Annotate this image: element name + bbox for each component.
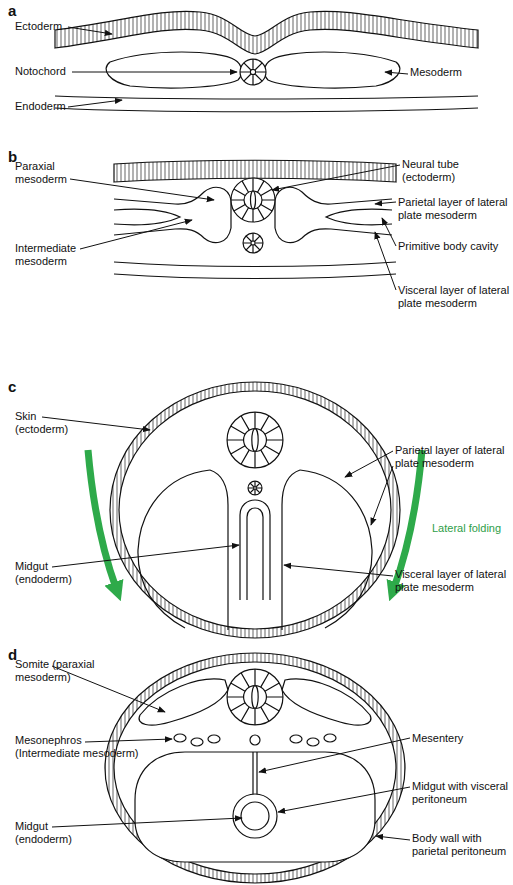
structure-label: Visceral layer of lateral plate mesoderm	[395, 568, 511, 594]
body-cavity-outline	[326, 209, 392, 224]
midgut-endoderm	[240, 500, 270, 600]
structure-label: Neural tube (ectoderm)	[402, 158, 466, 184]
structure-label: Notochord	[15, 65, 95, 78]
structure-label: Skin (ectoderm)	[15, 410, 75, 436]
parietal-mesoderm-line	[138, 470, 210, 628]
folding-arrow	[394, 450, 422, 588]
somite-shape	[139, 679, 228, 725]
structure-label: Parietal layer of lateral plate mesoderm	[395, 444, 511, 470]
line-spacer	[480, 793, 510, 794]
mesonephros-tubule	[208, 735, 220, 743]
leader-arrow	[278, 787, 410, 812]
body-cavity-outline	[114, 209, 180, 224]
structure-label: Ectoderm	[15, 20, 95, 33]
panel-letter: c	[8, 378, 16, 395]
mesoderm-sheet	[264, 52, 399, 88]
panel-letter: a	[8, 2, 16, 19]
structure-label: Somite (paraxial mesoderm)	[15, 658, 121, 684]
neural-tube-symbol	[231, 178, 275, 222]
leader-arrow	[72, 72, 237, 73]
folding-arrow	[88, 450, 116, 588]
leader-arrow	[375, 232, 396, 290]
notochord-symbol	[243, 233, 263, 253]
structure-label: Parietal layer of lateral plate mesoderm	[398, 196, 513, 222]
notochord-symbol	[250, 735, 260, 745]
leader-arrow	[371, 466, 393, 525]
panel-d-drawing	[52, 653, 410, 883]
neural-tube-symbol	[227, 669, 283, 725]
leader-arrow	[259, 738, 410, 772]
mesonephros-tubule	[191, 738, 203, 746]
structure-label: Intermediate mesoderm	[15, 242, 83, 268]
body-wall	[105, 653, 405, 883]
mesonephros-tubule	[174, 734, 186, 742]
leader-arrow	[385, 72, 408, 74]
line-spacer	[488, 297, 513, 298]
neural-tube-symbol	[227, 412, 283, 468]
somite-shape	[282, 679, 371, 725]
line-spacer	[486, 457, 511, 458]
panel-b-drawing	[70, 160, 400, 290]
mesoderm-outline	[275, 187, 392, 242]
structure-label: Mesentery	[412, 732, 502, 745]
leader-arrow	[80, 220, 192, 249]
endoderm-layer	[114, 274, 396, 279]
panel-c-drawing	[42, 382, 422, 638]
leader-arrow	[52, 545, 239, 567]
leader-arrow	[382, 218, 396, 246]
process-label: Lateral folding	[432, 522, 512, 535]
structure-label: Primitive body cavity	[398, 240, 506, 253]
structure-label: Midgut with visceral peritoneum	[412, 780, 510, 806]
structure-label: Paraxial mesoderm	[15, 160, 77, 186]
midgut-circle	[233, 794, 277, 838]
parietal-mesoderm-line	[300, 470, 372, 628]
line-spacer	[86, 671, 121, 672]
peritoneal-cavity	[135, 752, 375, 862]
structure-label: Visceral layer of lateral plate mesoderm	[398, 284, 513, 310]
leader-arrow	[376, 836, 410, 840]
endoderm-layer	[55, 108, 478, 112]
line-spacer	[488, 209, 513, 210]
mesoderm-outline	[114, 187, 231, 242]
mesentery-line	[253, 752, 257, 795]
mesonephros-tubule	[307, 738, 319, 746]
structure-label: Mesonephros (Intermediate mesoderm)	[15, 734, 143, 760]
leader-arrow	[375, 202, 396, 204]
midgut-endoderm	[247, 508, 263, 600]
leader-arrow	[284, 565, 393, 576]
notochord-symbol	[240, 59, 266, 85]
visceral-mesoderm-line	[210, 470, 228, 630]
visceral-mesoderm-line	[282, 470, 300, 630]
skin-layer	[110, 382, 400, 638]
mesonephros-tubule	[324, 734, 336, 742]
midgut-lumen	[241, 802, 269, 830]
structure-label: Body wall with parietal peritoneum	[412, 832, 511, 858]
structure-label: Midgut (endoderm)	[15, 820, 79, 846]
endoderm-layer	[55, 96, 478, 99]
line-spacer	[486, 581, 511, 582]
leader-arrow	[68, 100, 122, 107]
leader-arrow	[345, 451, 393, 477]
notochord-symbol	[248, 481, 262, 495]
structure-label: Mesoderm	[410, 66, 490, 79]
structure-label: Endoderm	[15, 100, 95, 113]
panel-a-drawing	[55, 11, 478, 111]
leader-arrow	[68, 27, 112, 34]
mesonephros-tubule	[290, 735, 302, 743]
leader-arrow	[272, 165, 400, 190]
leader-arrow	[70, 179, 214, 200]
leader-arrow	[52, 818, 242, 827]
mesoderm-sheet	[106, 52, 241, 88]
endoderm-layer	[114, 262, 396, 267]
structure-label: Midgut (endoderm)	[15, 560, 79, 586]
ectoderm-layer	[55, 11, 478, 54]
leader-arrow	[85, 739, 172, 742]
